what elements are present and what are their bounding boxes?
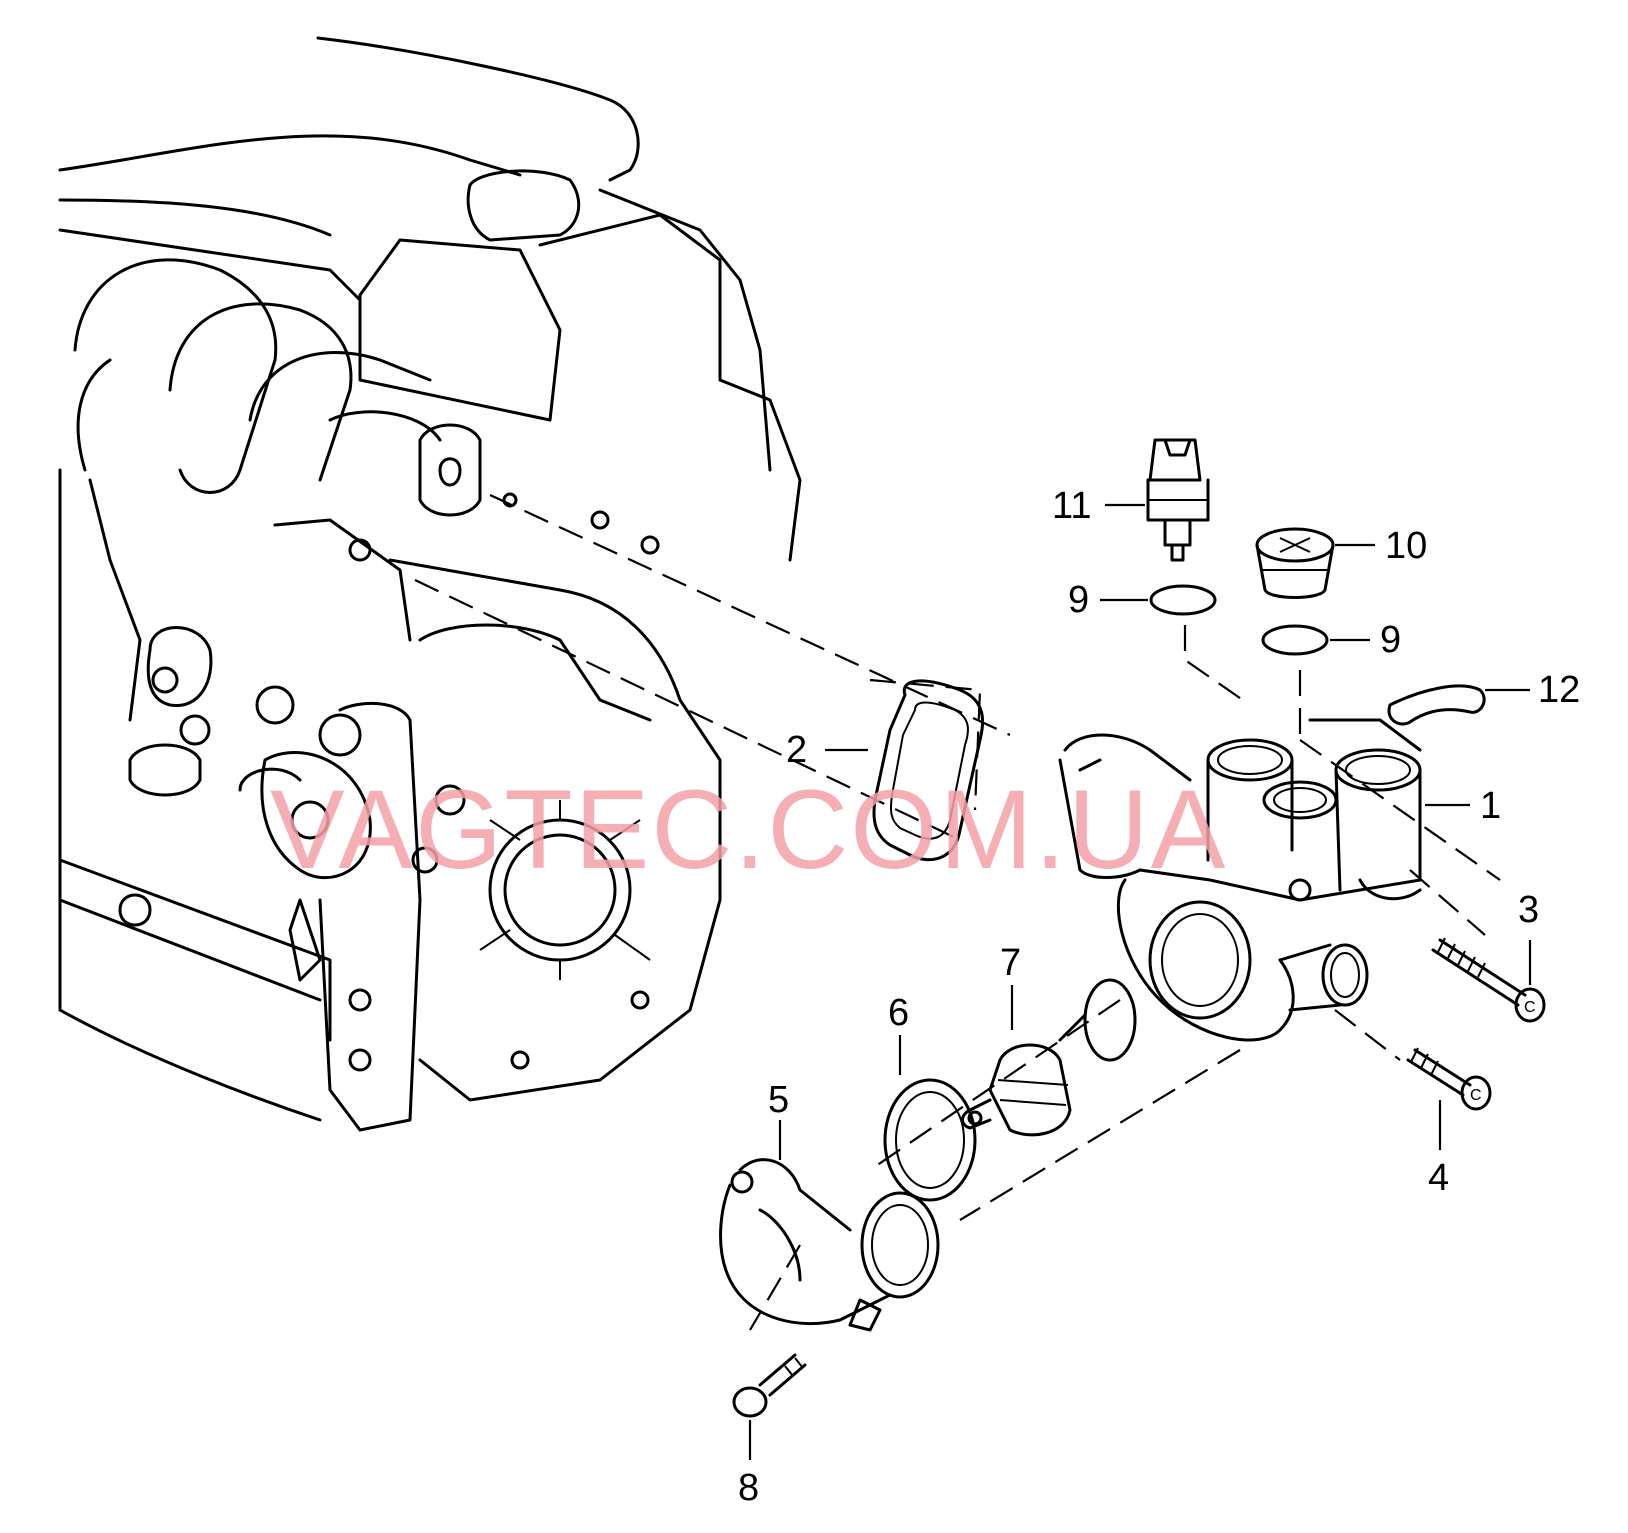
callout-5: 5 — [768, 1079, 789, 1121]
callout-10: 10 — [1385, 525, 1427, 567]
callout-4: 4 — [1428, 1157, 1449, 1199]
callout-2: 2 — [786, 729, 807, 771]
bolt-part: C C — [732, 937, 1546, 1418]
callout-12: 12 — [1538, 669, 1580, 711]
engine-block-drawing — [58, 36, 802, 1132]
cap-part — [1255, 527, 1335, 599]
coolant-flange-part — [1058, 718, 1422, 1042]
assembly-lines — [414, 494, 1501, 1331]
watermark-text: VAGTEC.COM.UA — [270, 767, 1227, 892]
callout-8: 8 — [738, 1467, 759, 1509]
gasket-part — [872, 679, 985, 862]
callout-7: 7 — [1000, 942, 1021, 984]
seal-ring-part — [883, 1078, 977, 1202]
leader-lines — [748, 503, 1532, 1460]
callout-11: 11 — [1052, 485, 1091, 527]
o-ring-part — [1149, 584, 1329, 656]
callout-3: 3 — [1518, 889, 1539, 931]
callout-1: 1 — [1480, 785, 1501, 827]
sensor-part — [1146, 438, 1210, 562]
thermostat-part — [961, 978, 1137, 1137]
callout-9b: 9 — [1380, 619, 1401, 661]
svg-text:C: C — [1524, 999, 1536, 1016]
thermostat-housing-part — [719, 1158, 940, 1332]
callout-6: 6 — [888, 992, 909, 1034]
svg-text:C: C — [1470, 1087, 1482, 1104]
clip-part — [1387, 684, 1486, 726]
callout-9a: 9 — [1068, 579, 1089, 621]
callout-labels: 1 2 3 4 5 6 7 8 9 9 10 11 12 — [738, 485, 1580, 1509]
